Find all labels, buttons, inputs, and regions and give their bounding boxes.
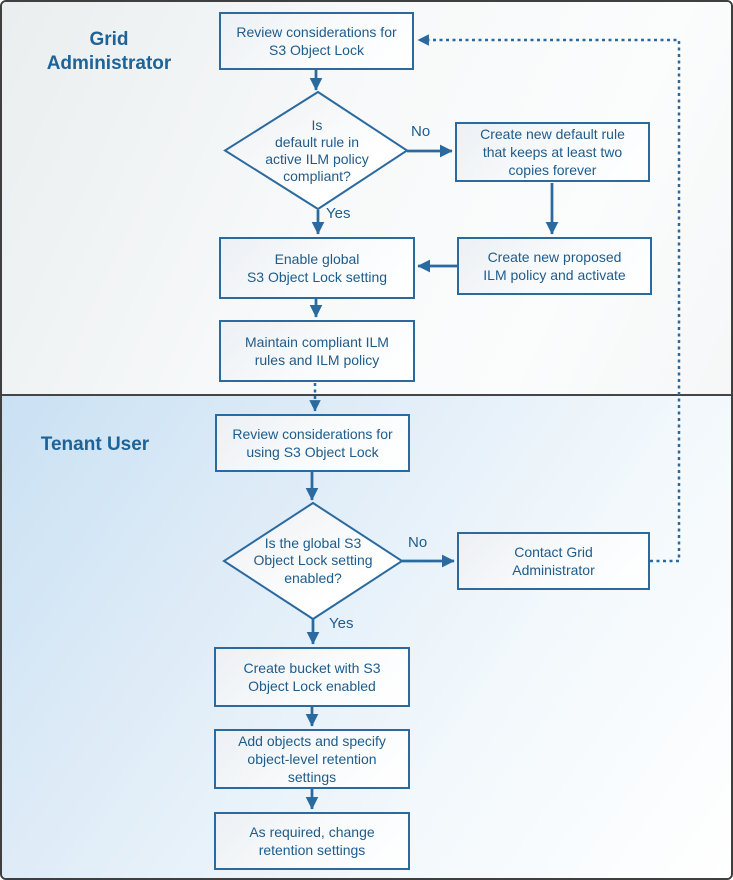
node-review-considerations-using-s3: Review considerations for using S3 Objec…	[215, 414, 410, 472]
lane-tenant-user	[2, 394, 731, 878]
node-add-objects-retention: Add objects and specify object-level ret…	[214, 729, 410, 789]
node-contact-grid-administrator: Contact Grid Administrator	[457, 532, 650, 590]
node-change-retention-settings: As required, change retention settings	[214, 812, 410, 870]
decision-diamond-ilm-compliant	[223, 90, 409, 211]
decision-label-global-setting-enabled: Is the global S3 Object Lock setting ena…	[253, 535, 373, 586]
edge-contact-to-review1-dotted	[417, 34, 681, 563]
node-maintain-compliant-ilm: Maintain compliant ILM rules and ILM pol…	[219, 320, 415, 382]
edge-label-yes-1: Yes	[326, 205, 351, 222]
decision-label-ilm-compliant: Is default rule in active ILM policy com…	[265, 116, 369, 185]
edge-label-no-2: No	[408, 534, 428, 551]
node-enable-global-s3-object-lock: Enable global S3 Object Lock setting	[219, 237, 415, 299]
edge-label-yes-2: Yes	[329, 615, 354, 632]
lane-label-grid-administrator: Grid Administrator	[46, 29, 172, 74]
node-review-considerations-s3-object-lock: Review considerations for S3 Object Lock	[219, 12, 414, 70]
lane-label-tenant-user: Tenant User	[40, 434, 150, 455]
node-create-bucket: Create bucket with S3 Object Lock enable…	[214, 647, 410, 707]
edge-label-no-1: No	[411, 123, 431, 140]
node-create-new-default-rule: Create new default rule that keeps at le…	[455, 122, 650, 182]
node-create-new-proposed-ilm-policy: Create new proposed ILM policy and activ…	[457, 237, 652, 295]
